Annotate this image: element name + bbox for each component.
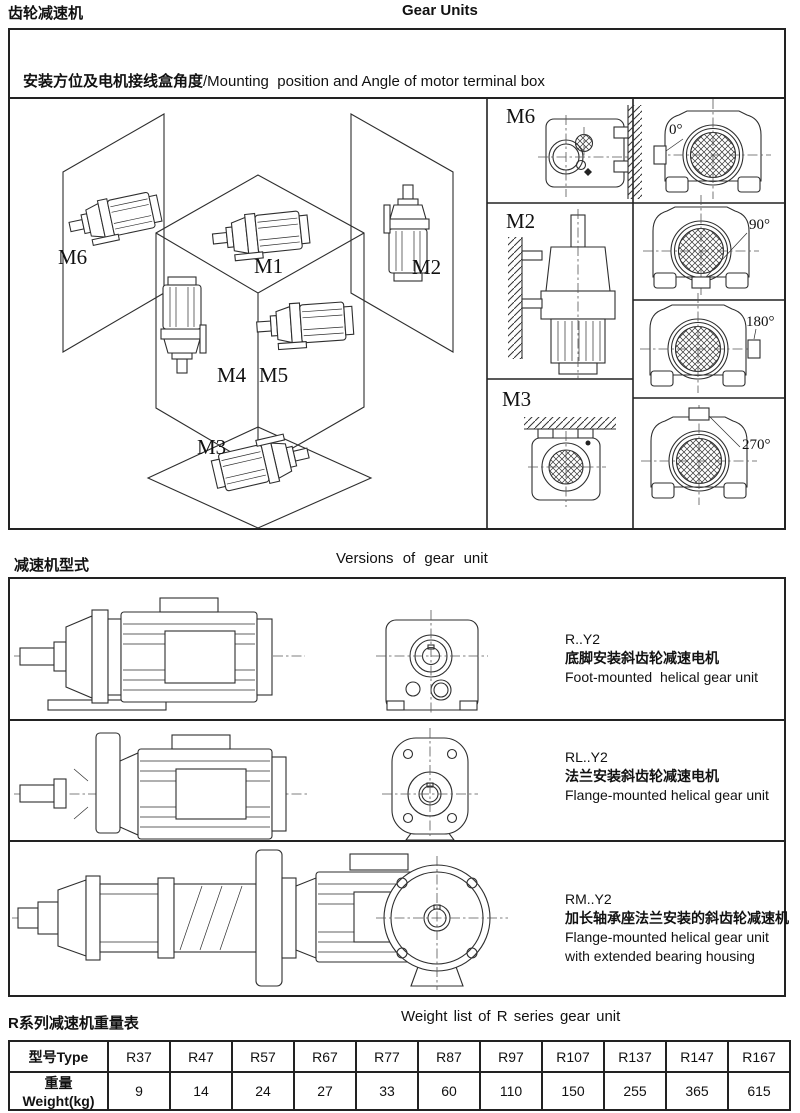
cube-label-m2: M2	[412, 255, 441, 279]
mounting-section: 安装方位及电机接线盒角度/Mounting position and Angle…	[8, 28, 786, 530]
model-cell: R57	[231, 1040, 295, 1073]
version-desc-en2: with extended bearing housing	[565, 948, 755, 964]
plane-m3	[146, 426, 373, 528]
r-y2-drawings	[14, 597, 488, 714]
panel-m6-drawing	[538, 115, 632, 197]
ceiling-hatch	[524, 417, 616, 429]
r-y2-side-view	[14, 597, 305, 711]
weight-cell: 110	[479, 1071, 543, 1111]
weight-table: 型号Type R37 R47 R57 R67 R77 R87 R97 R107 …	[8, 1040, 791, 1111]
wall-hatch-right	[628, 105, 642, 199]
cube-label-m3: M3	[197, 435, 226, 459]
rl-y2-drawings	[14, 728, 478, 840]
weights-title-zh: R系列减速机重量表	[8, 1015, 139, 1032]
table-row-weights: 重量Weight(kg) 9 14 24 27 33 60 110 150 25…	[8, 1071, 791, 1111]
version-code: RL..Y2	[565, 749, 608, 765]
panel-m3-label: M3	[502, 387, 531, 411]
version-desc-en: Foot-mounted helical gear unit	[565, 669, 758, 685]
weight-cell: 60	[417, 1071, 481, 1111]
rm-y2-front-view	[376, 856, 508, 990]
gear-motor-m4	[160, 276, 207, 374]
version-code: RM..Y2	[565, 891, 612, 907]
model-cell: R97	[479, 1040, 543, 1073]
page-title-zh: 齿轮减速机	[8, 5, 84, 22]
wall-hatch-left	[508, 237, 522, 359]
angle-180-drawing: 180°	[639, 292, 775, 394]
rl-y2-front-view	[382, 728, 478, 840]
weight-cell: 24	[231, 1071, 295, 1111]
panel-m2-drawing	[521, 209, 616, 379]
model-cell: R87	[417, 1040, 481, 1073]
angle-0-label: 0°	[669, 122, 683, 138]
rm-y2-description: RM..Y2 加长轴承座法兰安装的斜齿轮减速机 Flange-mounted h…	[565, 890, 795, 966]
versions-title-zh: 减速机型式	[14, 557, 90, 574]
versions-section	[8, 577, 786, 997]
angle-270-label: 270°	[742, 437, 771, 453]
weight-cell: 27	[293, 1071, 357, 1111]
mounting-title-en: /Mounting position and Angle of motor te…	[203, 73, 545, 90]
angle-270-drawing: 270°	[640, 404, 771, 506]
row-divider	[10, 840, 784, 842]
version-code: R..Y2	[565, 631, 601, 647]
model-cell: R67	[293, 1040, 357, 1073]
weight-cell: 255	[603, 1071, 667, 1111]
model-cell: R137	[603, 1040, 667, 1073]
model-cell: R47	[169, 1040, 233, 1073]
weight-cell: 150	[541, 1071, 605, 1111]
panel-m2-label: M2	[506, 209, 535, 233]
weight-cell: 365	[665, 1071, 729, 1111]
page-title-en: Gear Units	[402, 2, 478, 19]
weight-cell: 9	[107, 1071, 171, 1111]
isometric-cube-diagram: M1 M6 M2 M4 M5 M3	[58, 113, 454, 528]
model-cell: R77	[355, 1040, 419, 1073]
gear-motor-m5	[254, 298, 355, 352]
plane-m2	[350, 113, 454, 353]
panel-m2: M2	[506, 209, 616, 379]
angle-90-label: 90°	[749, 217, 770, 233]
model-cell: R37	[107, 1040, 171, 1073]
mounting-section-title: 安装方位及电机接线盒角度/Mounting position and Angle…	[10, 30, 784, 99]
weight-cell: 33	[355, 1071, 419, 1111]
model-cell: R167	[727, 1040, 791, 1073]
mounting-diagram: M1 M6 M2 M4 M5 M3 M6	[58, 99, 784, 528]
angle-0-drawing: 0°	[653, 99, 772, 200]
version-desc-en: Flange-mounted helical gear unit	[565, 929, 769, 945]
panel-m3: M3	[502, 387, 616, 507]
panel-m6: M6	[506, 104, 642, 199]
mounting-title-zh: 安装方位及电机接线盒角度	[23, 73, 204, 90]
panel-m3-drawing	[528, 428, 606, 507]
angle-90-drawing: 90°	[642, 194, 770, 296]
versions-title-en: Versions of gear unit	[336, 550, 488, 567]
cube-label-m4: M4	[217, 363, 247, 387]
version-desc-en: Flange-mounted helical gear unit	[565, 787, 769, 803]
weight-cell: 14	[169, 1071, 233, 1111]
row-header-type: 型号Type	[8, 1040, 109, 1073]
row-header-weight: 重量Weight(kg)	[8, 1071, 109, 1111]
weights-title-en: Weight list of R series gear unit	[401, 1008, 621, 1025]
rm-y2-drawings	[12, 849, 508, 990]
table-row-models: 型号Type R37 R47 R57 R67 R77 R87 R97 R107 …	[8, 1040, 791, 1073]
cube-label-m6: M6	[58, 245, 87, 269]
model-cell: R147	[665, 1040, 729, 1073]
gear-motor-m6	[65, 188, 165, 250]
rl-y2-side-view	[14, 732, 310, 840]
version-desc-zh: 法兰安装斜齿轮减速电机	[565, 768, 719, 784]
model-cell: R107	[541, 1040, 605, 1073]
panel-m6-label: M6	[506, 104, 535, 128]
r-y2-description: R..Y2 底脚安装斜齿轮减速电机 Foot-mounted helical g…	[565, 630, 795, 687]
r-y2-front-view	[376, 610, 488, 714]
cube-label-m5: M5	[259, 363, 288, 387]
rl-y2-description: RL..Y2 法兰安装斜齿轮减速电机 Flange-mounted helica…	[565, 748, 795, 805]
weight-cell: 615	[727, 1071, 791, 1111]
version-desc-zh: 底脚安装斜齿轮减速电机	[565, 650, 719, 666]
angle-180-label: 180°	[746, 314, 775, 330]
version-desc-zh: 加长轴承座法兰安装的斜齿轮减速机	[565, 910, 789, 926]
row-divider	[10, 719, 784, 721]
cube-label-m1: M1	[254, 254, 283, 278]
